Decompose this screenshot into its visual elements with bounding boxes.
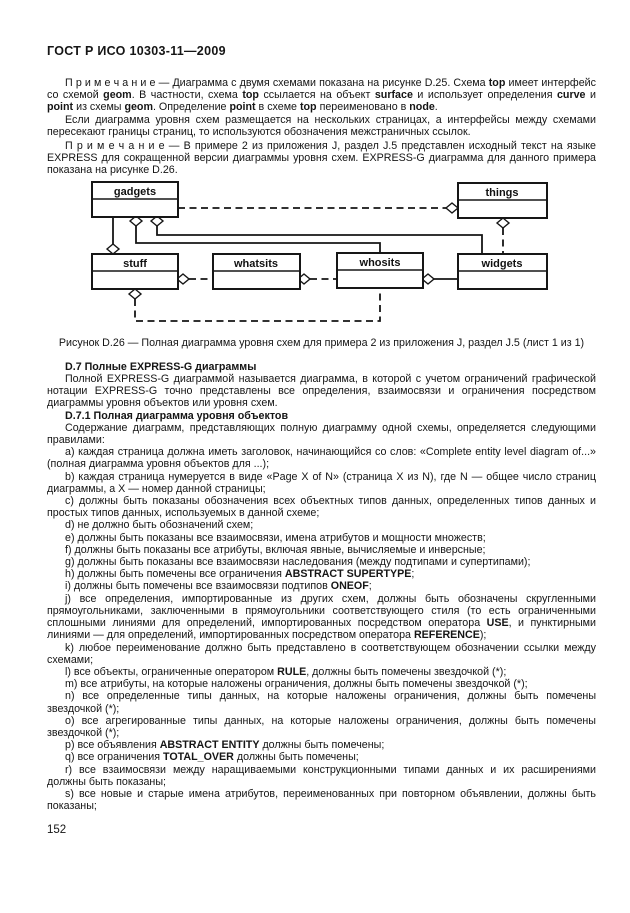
list-item: k) любое переименование должно быть пред… (47, 641, 596, 666)
note-paragraph: П р и м е ч а н и е — В примере 2 из при… (47, 140, 596, 177)
section-heading: D.7.1 Полная диаграмма уровня объектов (65, 409, 289, 422)
reference-marker (444, 201, 460, 214)
intro-paragraphs: П р и м е ч а н и е — Диаграмма с двумя … (47, 77, 596, 177)
schema-box-stuff: stuff (91, 252, 179, 290)
schema-label-whatsits: whatsits (233, 258, 278, 270)
reference-marker (105, 242, 121, 255)
list-item: d) не должно быть обозначений схем; (65, 519, 254, 532)
figure-d26: gadgets things stuff whatsits (47, 175, 596, 349)
connector-gadgets-whosits (128, 214, 381, 254)
schema-box-widgets: widgets (457, 252, 548, 290)
reference-marker (495, 216, 511, 229)
connector-gadgets-things (178, 201, 460, 214)
connector-stuff-whatsits (175, 272, 213, 285)
list-item: a) каждая страница должна иметь заголово… (47, 446, 596, 471)
list-item: j) все определения, импортированные из д… (47, 592, 596, 642)
list-item: o) все агрегированные типы данных, на ко… (47, 714, 596, 739)
list-item: g) должны быть показаны все взаимосвязи … (65, 556, 531, 569)
figure-caption: Рисунок D.26 — Полная диаграмма уровня с… (58, 336, 585, 349)
page-content: П р и м е ч а н и е — Диаграмма с двумя … (47, 75, 596, 812)
list-item: l) все объекты, ограниченные оператором … (65, 665, 507, 678)
schema-label-gadgets: gadgets (114, 186, 156, 198)
list-item: s) все новые и старые имена атрибутов, п… (47, 787, 596, 813)
connector-gadgets-widgets (149, 214, 483, 254)
document-header: ГОСТ Р ИСО 10303-11—2009 (47, 44, 226, 58)
paragraph: Полной EXPRESS-G диаграммой называется д… (47, 373, 596, 410)
connector-whosits-widgets (420, 272, 458, 285)
connector-gadgets-stuff (105, 216, 121, 255)
list-item: m) все атрибуты, на которые наложены огр… (65, 678, 528, 691)
list-item: h) должны быть помечены все ограничения … (65, 568, 415, 581)
note-paragraph: П р и м е ч а н и е — Диаграмма с двумя … (47, 77, 596, 114)
connector-whatsits-whosits (296, 272, 337, 285)
connector-things-widgets (495, 216, 511, 254)
schema-label-widgets: widgets (481, 258, 523, 270)
schema-box-whosits: whosits (336, 251, 424, 289)
list-item: q) все ограничения TOTAL_OVER должны быт… (65, 751, 359, 764)
paragraph: Если диаграмма уровня схем размещается н… (47, 113, 596, 138)
section-heading: D.7 Полные EXPRESS-G диаграммы (65, 360, 257, 373)
list-item: b) каждая страница нумеруется в виде «Pa… (47, 470, 596, 495)
schema-box-gadgets: gadgets (91, 180, 179, 218)
schema-label-things: things (486, 187, 519, 199)
schema-box-things: things (457, 181, 548, 219)
list-item: n) все определенные типы данных, на кото… (47, 690, 596, 715)
reference-marker (127, 287, 143, 300)
list-item: e) должны быть показаны все взаимосвязи,… (65, 531, 486, 544)
schema-label-whosits: whosits (359, 257, 401, 269)
express-g-schema-diagram: gadgets things stuff whatsits (91, 180, 548, 322)
connector-stuff-whosits (127, 287, 381, 322)
page-number: 152 (47, 824, 67, 836)
list-item: r) все взаимосвязи между наращиваемыми к… (47, 763, 596, 788)
schema-box-whatsits: whatsits (212, 252, 301, 290)
list-item: i) должны быть помечены все взаимосвязи … (65, 580, 372, 593)
list-item: f) должны быть показаны все атрибуты, вк… (65, 543, 486, 556)
schema-label-stuff: stuff (123, 258, 147, 270)
paragraph: Содержание диаграмм, представляющих полн… (47, 421, 596, 447)
list-item: p) все объявления ABSTRACT ENTITY должны… (65, 739, 385, 752)
list-item: c) должны быть показаны обозначения всех… (47, 495, 596, 520)
